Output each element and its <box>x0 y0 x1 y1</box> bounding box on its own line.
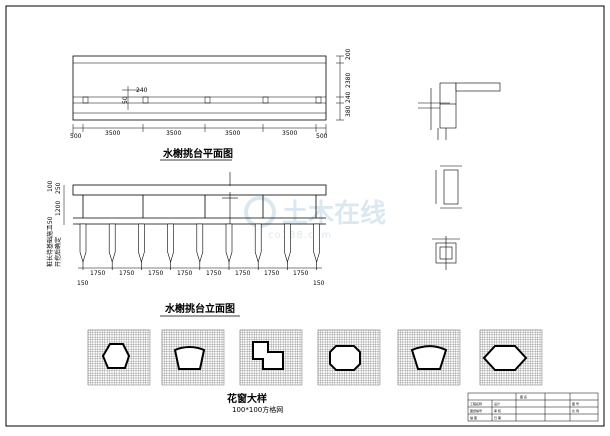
watermark-logo-icon <box>244 196 276 228</box>
section-detail-1 <box>418 82 501 140</box>
elevation-dims <box>63 185 322 269</box>
tb-cell: 图纸编号 <box>470 408 482 413</box>
elev-dim-bottom: 1750 <box>235 270 250 277</box>
section-detail-3 <box>432 236 460 270</box>
pile-note: 开挖后确定 <box>54 237 62 267</box>
plan-view <box>72 55 344 135</box>
window-shape <box>252 341 284 370</box>
tb-cell: 工程名称 <box>470 401 482 406</box>
pile <box>167 223 174 270</box>
plan-dim-bottom: 3500 <box>166 130 181 137</box>
tb-cell: 设计 <box>494 401 500 406</box>
plan-dim-bottom: 3500 <box>105 130 120 137</box>
elevation-dimensions: 150 1750 1750 1750 1750 1750 1750 1750 1… <box>46 180 325 287</box>
tb-cell: 图 号 <box>572 401 579 406</box>
plan-dim-inner: 50 <box>122 96 129 104</box>
elev-dim-bottom: 1750 <box>293 270 308 277</box>
elev-dim-bottom: 150 <box>77 280 89 287</box>
title-block-text: 工程名称 图 名 设计 审 核 图 号 比 例 图纸编号 描 图 日 期 <box>470 394 579 420</box>
sheet-border <box>5 5 605 427</box>
tb-cell: 比 例 <box>572 408 579 413</box>
elev-dim-bottom: 1750 <box>90 270 105 277</box>
elev-dim-left: 150 <box>47 216 54 228</box>
plan-title: 水榭挑台平面图 <box>162 147 233 160</box>
plan-dimensions: 500 3500 3500 3500 3500 500 200 2380 240… <box>70 48 352 140</box>
plan-dim-right: 380 <box>345 105 352 117</box>
window-lattice-grid <box>161 329 225 386</box>
title-block <box>467 392 599 422</box>
tb-cell: 图 名 <box>520 394 527 399</box>
plan-dim-bottom: 500 <box>316 133 328 140</box>
pile <box>79 223 87 270</box>
pile-note: 桩长待基础施工 <box>46 225 54 267</box>
pile <box>196 223 204 270</box>
plan-dim-right: 2380 <box>345 73 352 88</box>
window-lattice-grid <box>87 329 151 386</box>
window-title: 花窗大样 <box>227 392 267 405</box>
tb-cell: 审 核 <box>494 408 501 413</box>
elev-dim-bottom: 1750 <box>264 270 279 277</box>
elev-dim-left: 100 <box>47 180 54 192</box>
section-detail-2 <box>435 165 462 209</box>
window-subtitle: 100*100方格网 <box>232 405 283 414</box>
watermark-subtext: co188.com <box>268 230 332 241</box>
window-shape <box>329 345 361 371</box>
tb-cell: 日 期 <box>494 415 501 420</box>
pile <box>313 223 320 270</box>
window-lattice-grid <box>317 329 381 386</box>
window-shape <box>101 343 131 369</box>
elev-dim-bottom: 1750 <box>148 270 163 277</box>
window-lattice-grid <box>397 329 461 386</box>
plan-outline <box>72 55 327 121</box>
elev-dim-bottom: 1750 <box>119 270 134 277</box>
pile <box>284 223 291 270</box>
pile <box>225 223 233 270</box>
pile <box>108 223 116 270</box>
elev-dim-bottom: 150 <box>313 280 325 287</box>
plan-dim-bottom: 500 <box>70 133 82 140</box>
window-details <box>87 329 543 386</box>
elevation-beam <box>72 184 327 196</box>
pile <box>254 223 262 270</box>
window-lattice-grid <box>479 329 543 386</box>
plan-dim-inner: 240 <box>136 87 148 94</box>
window-lattice-grid <box>239 329 303 386</box>
watermark-text: 土木在线 <box>282 199 386 229</box>
plan-dim-bottom: 3500 <box>225 130 240 137</box>
elevation-title: 水榭挑台立面图 <box>164 302 235 315</box>
elevation-piles <box>79 223 320 270</box>
plan-dim-right: 200 <box>345 48 352 60</box>
window-shape <box>482 345 528 371</box>
window-shape <box>173 346 206 370</box>
plan-dim-right: 240 <box>345 91 352 103</box>
elev-dim-left: 1200 <box>55 201 62 216</box>
window-shape <box>410 345 448 370</box>
pile <box>138 223 145 270</box>
elev-dim-bottom: 1750 <box>177 270 192 277</box>
elev-dim-left: 250 <box>55 182 62 194</box>
plan-dim-bottom: 3500 <box>282 130 297 137</box>
elev-dim-bottom: 1750 <box>206 270 221 277</box>
tb-cell: 描 图 <box>470 415 477 420</box>
